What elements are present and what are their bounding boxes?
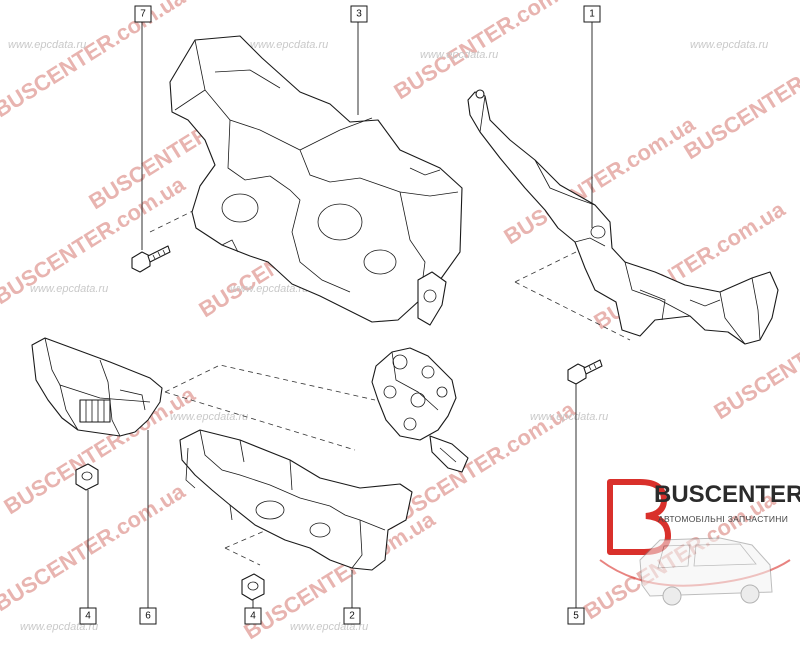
watermark-source: www.epcdata.ru (230, 283, 308, 295)
watermark-source: www.epcdata.ru (530, 411, 608, 423)
logo-tagline: АВТОМОБІЛЬНІ ЗАПЧАСТИНИ (658, 514, 788, 524)
watermark-source: www.epcdata.ru (8, 39, 86, 51)
watermark-source: www.epcdata.ru (30, 283, 108, 295)
buscenter-logo: BUSCENTER АВТОМОБІЛЬНІ ЗАПЧАСТИНИ (599, 479, 800, 606)
callout-1: 1 (583, 5, 601, 23)
callout-4-left: 4 (79, 607, 97, 625)
callout-2: 2 (343, 607, 361, 625)
watermark-source: www.epcdata.ru (420, 49, 498, 61)
callout-label: 7 (140, 9, 146, 20)
callout-label: 4 (250, 611, 256, 622)
leader-lines (87, 22, 593, 608)
part-5-bolt (567, 359, 603, 385)
callout-7: 7 (134, 5, 152, 23)
part-4-nut-left (75, 463, 99, 491)
callout-5: 5 (567, 607, 585, 625)
logo-name: BUSCENTER (654, 481, 800, 508)
part-1-bracket (467, 89, 779, 345)
callout-label: 4 (85, 611, 91, 622)
valve-block-cluster (371, 347, 469, 473)
callout-3: 3 (350, 5, 368, 23)
callout-label: 3 (356, 9, 362, 20)
callout-label: 5 (573, 611, 579, 622)
watermark-source: www.epcdata.ru (250, 39, 328, 51)
van-icon (639, 537, 773, 606)
callout-label: 2 (349, 611, 355, 622)
part-2-carrier (179, 429, 413, 571)
callout-6: 6 (139, 607, 157, 625)
part-6-bracket (31, 337, 163, 437)
part-7-bolt (131, 245, 171, 273)
callout-label: 6 (145, 611, 151, 622)
part-4-nut-center (241, 573, 265, 601)
watermark-source: www.epcdata.ru (20, 621, 98, 633)
watermark-source: www.epcdata.ru (690, 39, 768, 51)
watermark-brand: BUSCENTER.com.ua (0, 0, 190, 122)
watermark-source: www.epcdata.ru (170, 411, 248, 423)
part-3-engine-cover (169, 35, 463, 326)
callout-4-center: 4 (244, 607, 262, 625)
callout-label: 1 (589, 9, 595, 20)
